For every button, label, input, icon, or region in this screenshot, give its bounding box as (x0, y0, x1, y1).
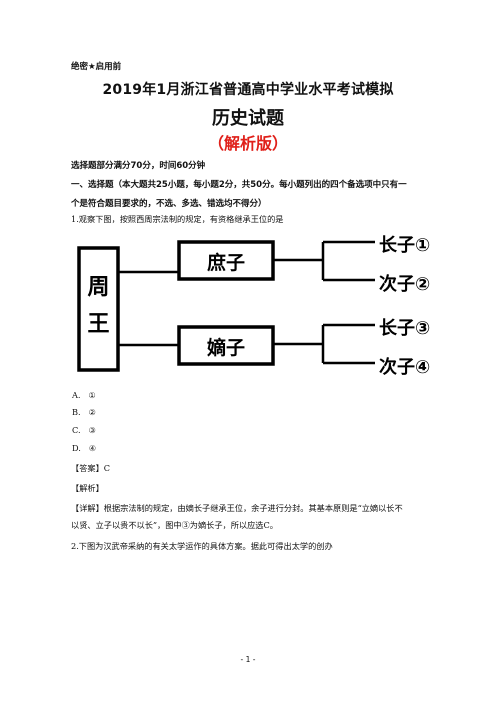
leaf-1: 长子① (379, 235, 430, 256)
section-instructions-line1: 一、选择题（本大题共25小题，每小题2分，共50分。每小题列出的四个备选项中只有… (71, 180, 407, 190)
king-box (77, 246, 120, 372)
succession-diagram: 周 王 庶子 嫡子 长子① 次子② 长子③ 次子④ (77, 235, 430, 378)
exam-title: 2019年1月浙江省普通高中学业水平考试模拟 (102, 82, 394, 98)
subject-title: 历史试题 (212, 108, 284, 129)
branch-top-label: 庶子 (207, 251, 245, 274)
branch-bottom-label: 嫡子 (206, 336, 245, 359)
leaf-3: 长子③ (379, 318, 430, 339)
question2-stem: 2.下图为汉武帝采纳的有关太学运作的具体方案。据此可得出太学的创办 (71, 541, 333, 551)
page-number: - 1 - (240, 655, 256, 664)
edition-label: （解析版） (207, 134, 288, 153)
leaf-4: 次子④ (379, 356, 430, 378)
secret-label: 绝密★启用前 (71, 62, 122, 72)
king-char-1: 周 (87, 275, 109, 300)
answer: 【答案】C (71, 463, 111, 473)
detail-line1: 【详解】根据宗法制的规定，由嫡长子继承王位，余子进行分封。其基本原则是“立嫡以长… (71, 503, 403, 513)
option-a: A.① (72, 390, 96, 400)
detail-line2: 以贤、立子以贵不以长”，图中③为嫡长子，所以应选C。 (71, 520, 278, 530)
king-char-2: 王 (87, 312, 109, 337)
score-note: 选择题部分满分70分，时间60分钟 (71, 161, 206, 171)
leaf-2: 次子② (379, 273, 430, 295)
section-instructions-line2: 个是符合题目要求的，不选、多选、错选均不得分） (71, 199, 267, 209)
analysis-label: 【解析】 (71, 483, 104, 493)
option-c: C.③ (72, 425, 96, 435)
branch-bottom-box (177, 325, 275, 366)
question1-stem: 1.观察下图，按照西周宗法制的规定，有资格继承王位的是 (71, 214, 284, 224)
option-b: B.② (72, 407, 96, 417)
option-d: D.④ (72, 443, 97, 453)
